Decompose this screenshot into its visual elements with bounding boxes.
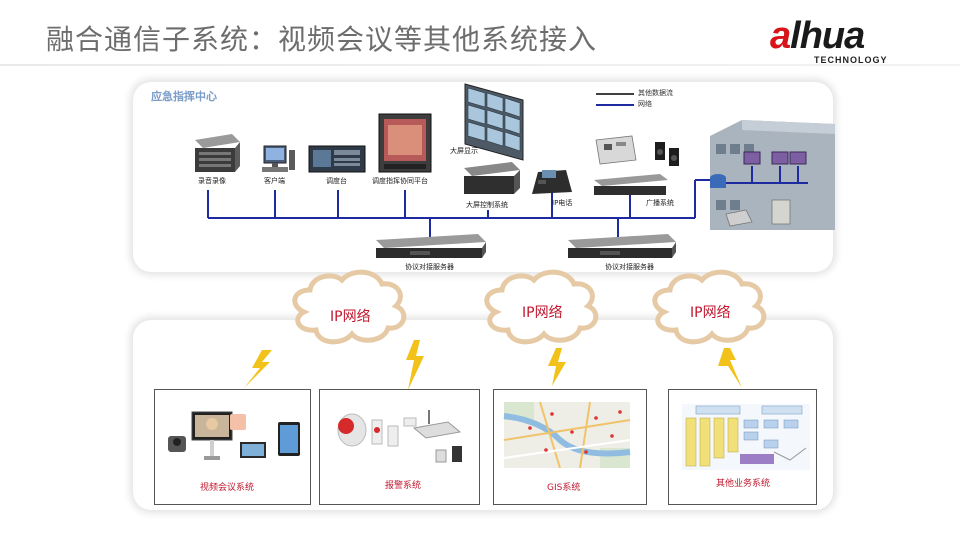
label-console: 调度台 <box>326 177 347 185</box>
gateway-server-left-icon <box>376 234 486 258</box>
cloud-label-right: IP网络 <box>690 305 731 321</box>
legend-line-network <box>596 104 634 106</box>
label-platform: 调度指挥协同平台 <box>372 177 428 185</box>
video-wall-icon <box>464 83 524 161</box>
legend-label-data: 其他数据流 <box>638 89 673 97</box>
label-gateway-left: 协议对接服务器 <box>405 263 454 271</box>
title-divider <box>0 64 960 66</box>
legend-label-network: 网络 <box>638 100 652 108</box>
label-ip-phone: IP电话 <box>552 199 573 207</box>
legend-line-data <box>596 93 634 95</box>
lightning-bolts <box>244 340 742 390</box>
data-center-icon <box>710 120 835 230</box>
dispatch-console-icon <box>308 145 366 173</box>
system-box-other <box>668 389 817 505</box>
network-lines <box>207 179 712 240</box>
label-recorder: 录音录像 <box>198 177 226 185</box>
client-pc-icon <box>262 145 295 172</box>
system-box-gis <box>493 389 647 505</box>
label-gis-system: GIS系统 <box>547 483 581 493</box>
label-other-business-system: 其他业务系统 <box>716 479 771 489</box>
label-client: 客户端 <box>264 177 285 185</box>
system-box-video-conference <box>154 389 311 505</box>
system-box-alarm <box>319 389 480 505</box>
gateway-server-right-icon <box>568 234 676 258</box>
label-wall-controller: 大屏控制系统 <box>466 201 508 209</box>
ip-cloud-right <box>652 269 767 345</box>
logo-subtitle: TECHNOLOGY <box>814 55 888 65</box>
wall-controller-icon <box>464 162 520 194</box>
dahua-logo: alhua TECHNOLOGY <box>770 14 940 66</box>
gis-map-image <box>503 401 631 469</box>
label-gateway-right: 协议对接服务器 <box>605 263 654 271</box>
command-center-title: 应急指挥中心 <box>151 90 217 103</box>
label-broadcast: 广播系统 <box>646 199 674 207</box>
page-title: 融合通信子系统：视频会议等其他系统接入 <box>46 23 598 56</box>
command-platform-icon <box>378 113 432 173</box>
label-videowall: 大屏显示 <box>450 147 478 155</box>
recorder-server-icon <box>195 134 240 172</box>
alarm-system-image <box>337 410 462 463</box>
ip-phone-icon <box>532 170 572 194</box>
label-alarm-system: 报警系统 <box>385 481 422 491</box>
cloud-label-middle: IP网络 <box>522 305 563 321</box>
cloud-label-left: IP网络 <box>330 309 371 325</box>
broadcast-equipment-icon <box>594 135 679 195</box>
label-video-conference-system: 视频会议系统 <box>200 483 255 493</box>
ip-cloud-middle <box>484 269 599 345</box>
other-systems-image <box>682 404 810 470</box>
ip-cloud-left <box>292 269 407 345</box>
logo-wordmark: alhua <box>770 15 865 57</box>
video-conference-image <box>168 411 300 460</box>
